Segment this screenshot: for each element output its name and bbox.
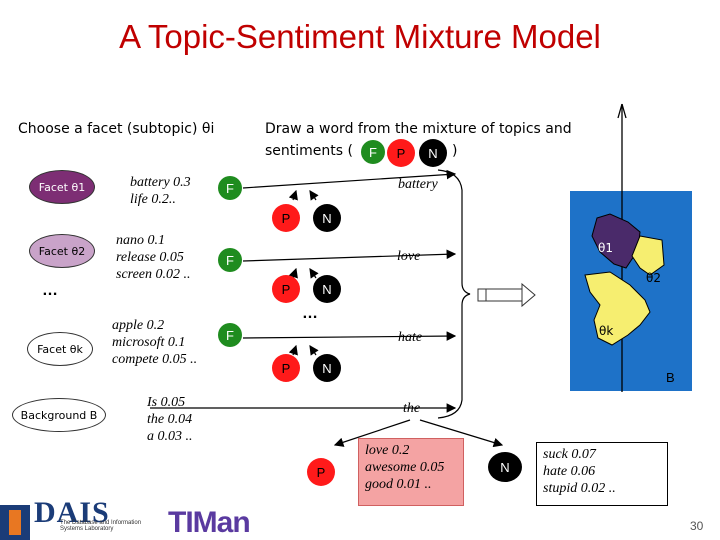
negative-N-circle: N (488, 452, 522, 482)
map-theta2-label: θ2 (646, 271, 661, 285)
dais-caption: The Database and Information Systems Lab… (60, 520, 142, 532)
output-word-battery: battery (398, 177, 438, 192)
header-P-circle: P (387, 139, 415, 167)
map-thetak-label: θk (599, 324, 614, 338)
draw-word-label-line2: sentiments ( (265, 143, 353, 159)
map-background-label: B (666, 370, 675, 385)
slide-title: A Topic-Sentiment Mixture Model (119, 18, 601, 55)
header-N-circle: N (419, 139, 447, 167)
row2-F-circle: F (218, 248, 242, 272)
illinois-logo (0, 505, 30, 540)
row2-N-circle: N (313, 275, 341, 303)
timan-logo: TIMan (168, 506, 251, 539)
facet-background: Background B (12, 398, 106, 432)
draw-word-label-line1: Draw a word from the mixture of topics a… (265, 121, 572, 137)
facet-thetak: Facet θk (27, 332, 93, 366)
facet-ellipsis: … (42, 282, 58, 299)
row3-P-circle: P (272, 354, 300, 382)
page-number: 30 (690, 519, 704, 533)
choose-facet-label: Choose a facet (subtopic) θi (18, 121, 215, 137)
row-ellipsis: … (302, 305, 318, 322)
positive-P-circle: P (307, 458, 335, 486)
map-theta1-label: θ1 (598, 241, 613, 255)
dais-logo: DAIS (34, 496, 110, 529)
row3-F-circle: F (218, 323, 242, 347)
row1-P-circle: P (272, 204, 300, 232)
header-F-circle: F (361, 140, 385, 164)
draw-word-label-close: ) (452, 143, 458, 159)
facet-theta1: Facet θ1 (29, 170, 95, 204)
facet-theta2: Facet θ2 (29, 234, 95, 268)
row1-N-circle: N (313, 204, 341, 232)
output-word-love: love (397, 249, 421, 264)
row2-P-circle: P (272, 275, 300, 303)
output-word-the: the (403, 401, 421, 416)
row1-F-circle: F (218, 176, 242, 200)
row3-N-circle: N (313, 354, 341, 382)
output-word-hate: hate (398, 330, 423, 345)
topic-map-graphic (570, 103, 692, 392)
